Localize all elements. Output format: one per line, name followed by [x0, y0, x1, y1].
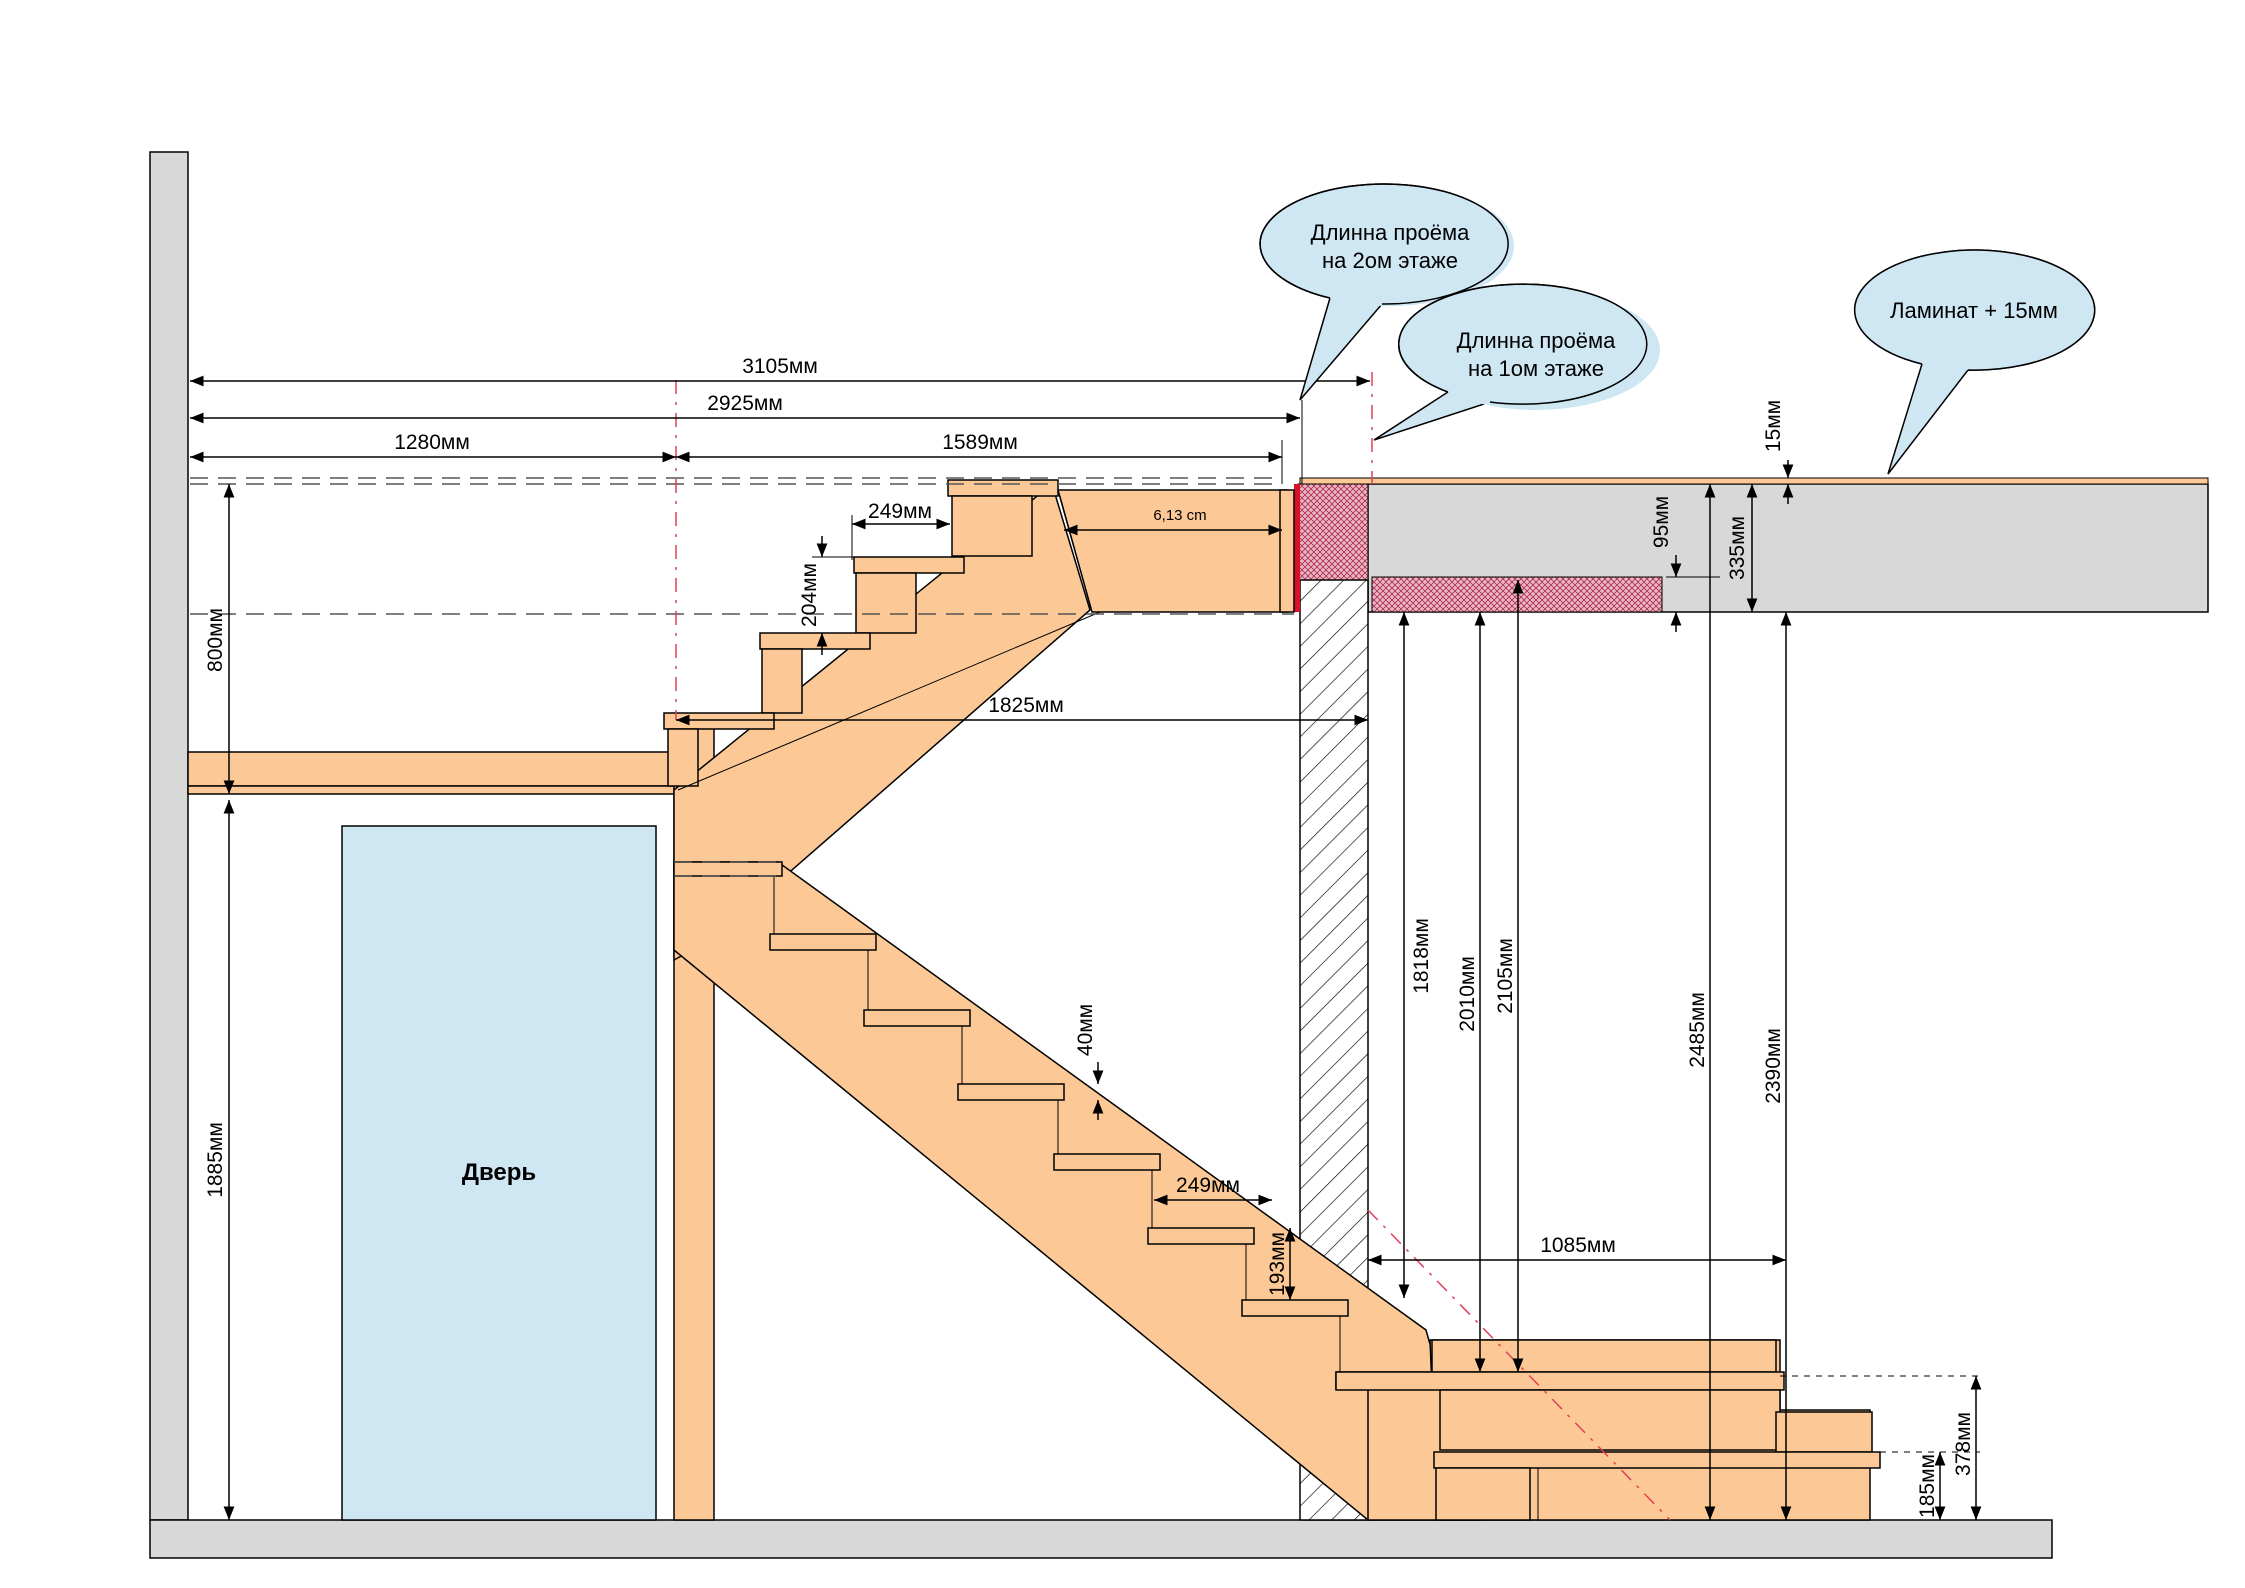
upper-landing: [187, 751, 689, 795]
bottom-tread: [1433, 1451, 1881, 1469]
dim-185: 185мм: [1916, 1454, 1939, 1518]
upper-step: [853, 556, 965, 574]
door-label: Дверь: [462, 1159, 536, 1186]
bottom-tread: [1439, 1389, 1781, 1451]
dim-1825: 1825мм: [988, 694, 1064, 717]
top-beam-end: [1279, 489, 1295, 613]
dim-2925: 2925мм: [707, 392, 783, 415]
landing-beam: [187, 751, 689, 787]
lower-step: [673, 861, 783, 877]
dim-15: 15мм: [1762, 400, 1785, 452]
dim-1280: 1280мм: [394, 431, 470, 454]
floor: [149, 1519, 2053, 1559]
lower-step: [957, 1083, 1065, 1101]
upper-step: [951, 495, 1033, 557]
dim-1589: 1589мм: [942, 431, 1018, 454]
dimension-labels: 3105мм 2925мм 1280мм 1589мм 249мм 6,13 c…: [204, 355, 1975, 1518]
callout-laminate: Ламинат + 15мм: [1853, 249, 2096, 475]
slab-end-crosshatch: [1297, 483, 1369, 581]
upper-step: [947, 479, 1059, 497]
lower-step: [1241, 1299, 1349, 1317]
dim-1885: 1885мм: [204, 1122, 227, 1198]
dim-2010: 2010мм: [1456, 956, 1479, 1032]
upper-step: [667, 728, 699, 787]
dim-40: 40мм: [1074, 1004, 1097, 1056]
dim-193: 193мм: [1266, 1232, 1289, 1296]
dim-378: 378мм: [1952, 1412, 1975, 1476]
lower-step: [863, 1009, 971, 1027]
bottom-tread: [1775, 1411, 1873, 1453]
door-panel: [341, 825, 657, 1521]
svg-text:Ламинат + 15мм: Ламинат + 15мм: [1890, 298, 2058, 323]
upper-step: [855, 572, 917, 634]
laminate-strip: [1299, 477, 2209, 485]
bottom-steps: [1335, 1209, 1980, 1521]
dim-2390: 2390мм: [1762, 1028, 1785, 1104]
upper-step: [663, 712, 775, 730]
dim-1818: 1818мм: [1410, 918, 1433, 994]
dim-249-bottom: 249мм: [1176, 1174, 1240, 1197]
bottom-tread: [1335, 1371, 1785, 1391]
dim-95: 95мм: [1650, 496, 1673, 548]
dim-800: 800мм: [204, 608, 227, 672]
left-wall: [149, 151, 189, 1521]
dim-204: 204мм: [798, 563, 821, 627]
door: Дверь: [341, 825, 657, 1521]
upper-step: [759, 632, 871, 650]
dimension-lines: [190, 375, 1982, 1520]
lower-step: [1147, 1227, 1255, 1245]
beam-crosshatch: [1371, 576, 1663, 613]
svg-text:на 2ом этаже: на 2ом этаже: [1322, 248, 1458, 273]
lower-step: [1053, 1153, 1161, 1171]
svg-text:на 1ом этаже: на 1ом этаже: [1468, 356, 1604, 381]
dim-2105: 2105мм: [1494, 938, 1517, 1014]
callout-opening-2nd-floor: Длинна проёма на 2ом этаже: [1259, 183, 1514, 401]
dim-613: 6,13 cm: [1153, 507, 1206, 524]
bottom-tread: [1435, 1467, 1531, 1521]
upper-step: [761, 648, 803, 714]
red-edge: [1294, 484, 1300, 612]
reference-lines: [190, 372, 1787, 1360]
bottom-tread: [1431, 1339, 1777, 1373]
dim-3105: 3105мм: [742, 355, 818, 378]
svg-text:Длинна проёма: Длинна проёма: [1457, 328, 1616, 353]
callout-opening-1st-floor: Длинна проёма на 1ом этаже: [1373, 283, 1660, 441]
dim-2485: 2485мм: [1686, 992, 1709, 1068]
dim-335: 335мм: [1726, 516, 1749, 580]
landing-edge: [187, 785, 689, 795]
dim-249-top: 249мм: [868, 500, 932, 523]
lower-step: [769, 933, 877, 951]
svg-text:Длинна проёма: Длинна проёма: [1311, 220, 1470, 245]
dim-1085: 1085мм: [1540, 1234, 1616, 1257]
